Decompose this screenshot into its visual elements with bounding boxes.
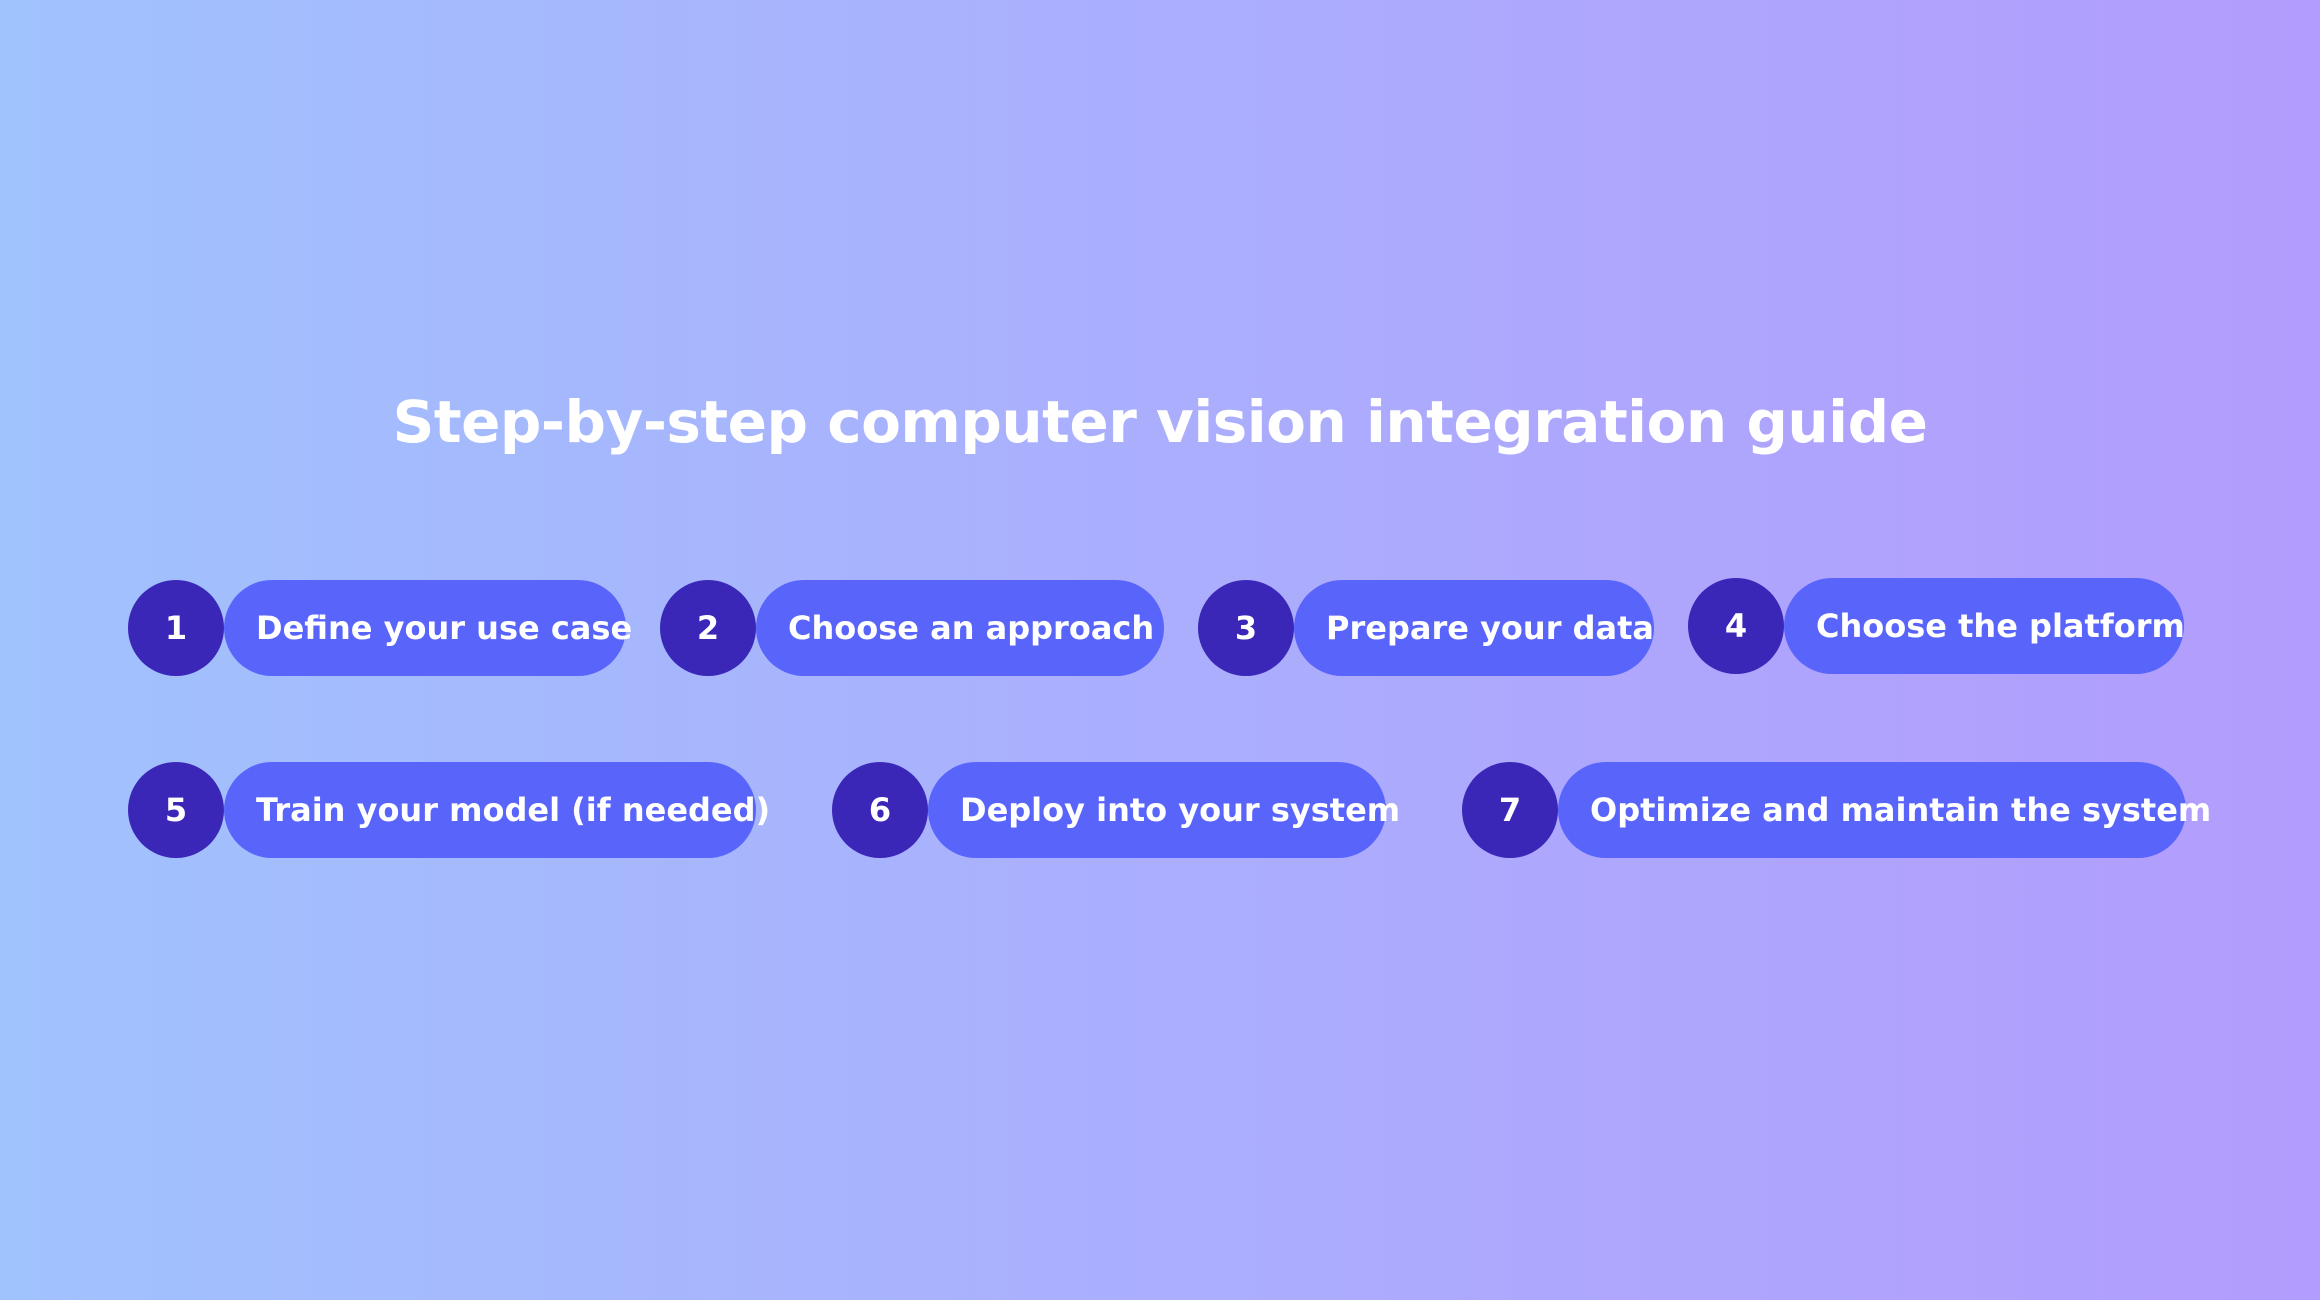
page-title: Step-by-step computer vision integration… — [392, 388, 1928, 456]
step-number: 5 — [128, 762, 224, 858]
step-label: Prepare your data — [1294, 580, 1654, 676]
step-3: Prepare your data 3 — [1198, 580, 1654, 676]
step-label: Deploy into your system — [928, 762, 1400, 858]
step-number: 1 — [128, 580, 224, 676]
step-label: Choose an approach — [756, 580, 1164, 676]
step-number: 4 — [1688, 578, 1784, 674]
step-7: Optimize and maintain the system 7 — [1462, 762, 2211, 858]
step-label: Choose the platform — [1784, 578, 2185, 674]
step-1: Define your use case 1 — [128, 580, 632, 676]
step-6: Deploy into your system 6 — [832, 762, 1400, 858]
step-label: Train your model (if needed) — [224, 762, 770, 858]
step-number: 3 — [1198, 580, 1294, 676]
step-label: Optimize and maintain the system — [1558, 762, 2211, 858]
step-4: Choose the platform 4 — [1688, 578, 2185, 674]
step-2: Choose an approach 2 — [660, 580, 1164, 676]
step-number: 6 — [832, 762, 928, 858]
step-number: 7 — [1462, 762, 1558, 858]
step-5: Train your model (if needed) 5 — [128, 762, 770, 858]
step-number: 2 — [660, 580, 756, 676]
step-label: Define your use case — [224, 580, 632, 676]
